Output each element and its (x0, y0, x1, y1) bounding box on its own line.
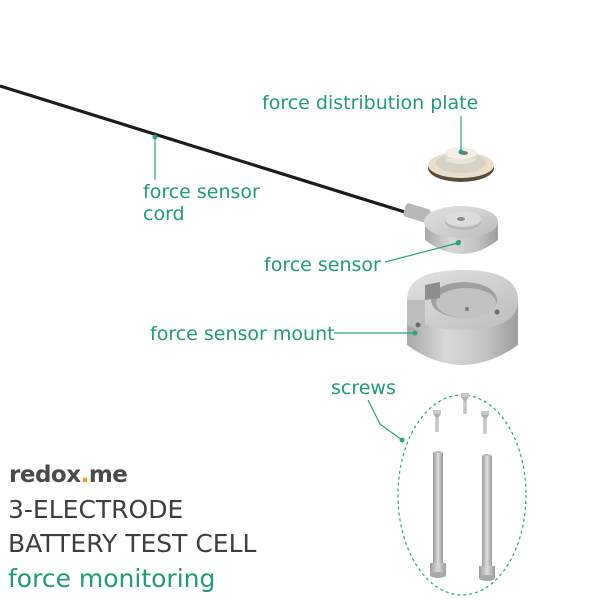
logo-text-part1: redo (9, 462, 67, 488)
callout-force-sensor: force sensor (264, 254, 381, 276)
callout-force-sensor-mount: force sensor mount (150, 323, 335, 345)
logo-text-x: x (66, 462, 81, 488)
logo-text-part2: me (88, 462, 128, 488)
force-sensor (424, 206, 498, 254)
callout-cord-line2: cord (143, 203, 185, 225)
leader-lines (152, 116, 464, 443)
subtitle: force monitoring (8, 564, 216, 593)
logo-dot: . (80, 462, 90, 488)
long-bolts (430, 451, 495, 581)
callout-force-sensor-cord: force sensor cord (143, 181, 260, 225)
callout-force-distribution-plate: force distribution plate (262, 92, 479, 114)
small-screws (433, 393, 489, 434)
callout-cord-line1: force sensor (143, 181, 260, 203)
callout-screws: screws (331, 377, 396, 399)
title-line2: BATTERY TEST CELL (8, 529, 257, 558)
redoxme-logo: redox.me (9, 462, 128, 488)
title-line1: 3-ELECTRODE (8, 495, 184, 524)
force-sensor-mount (407, 270, 518, 365)
screws-group-outline (397, 394, 527, 596)
force-sensor-cord (0, 84, 431, 223)
